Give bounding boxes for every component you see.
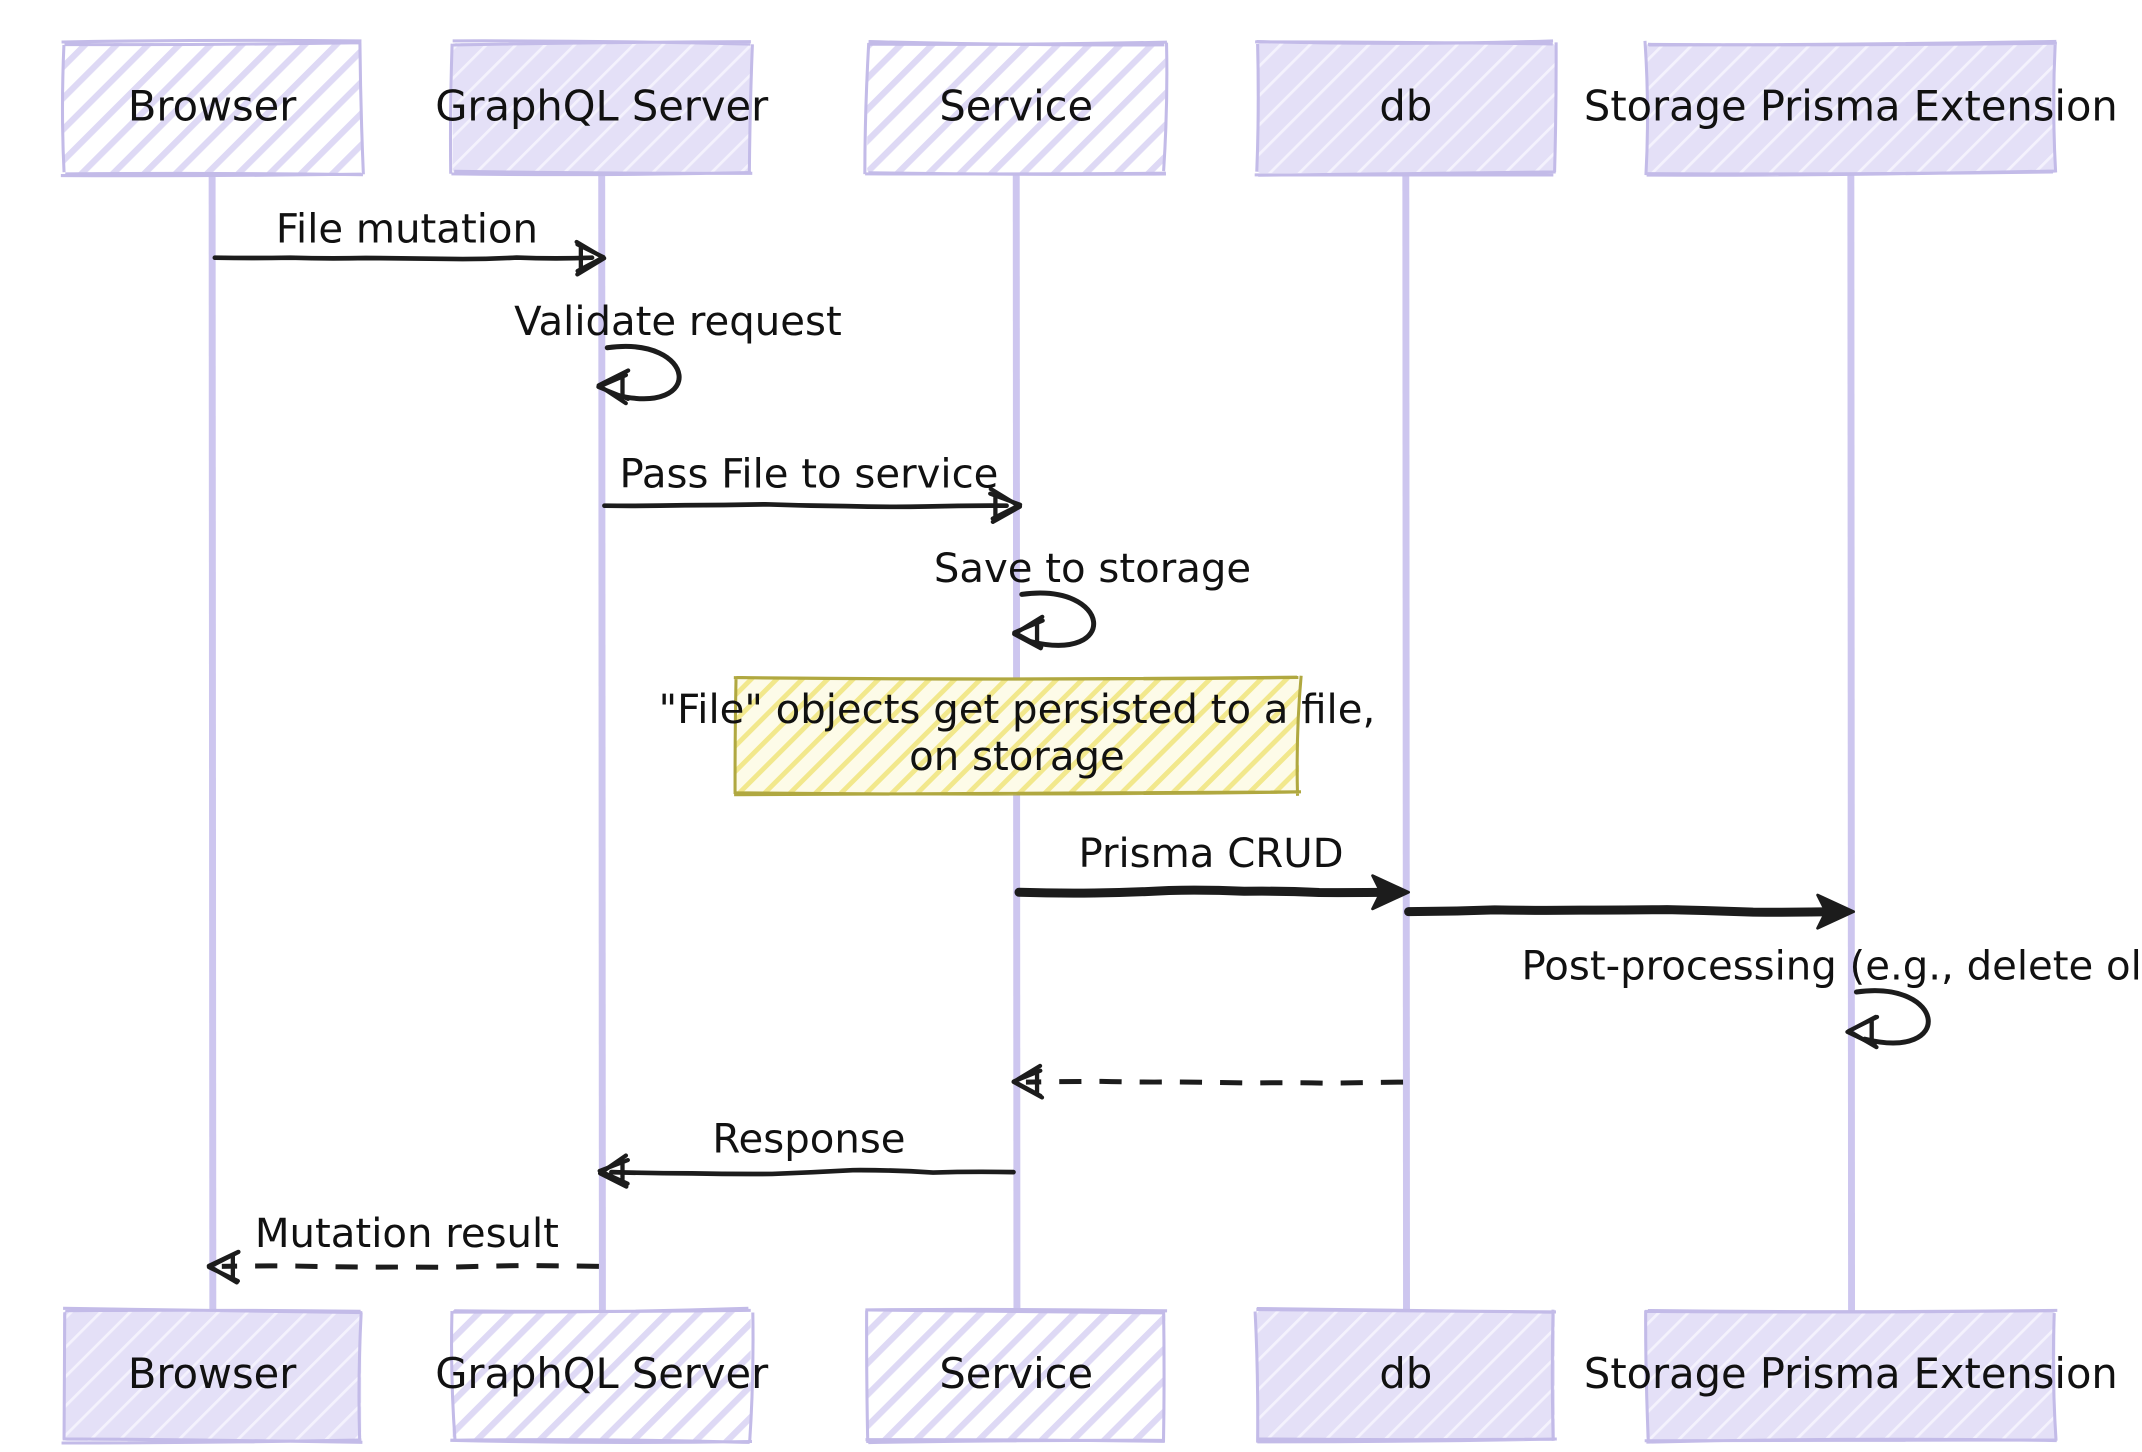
actor-box-service-top[interactable]: Service — [863, 40, 1169, 176]
actor-label-db: db — [1379, 81, 1432, 130]
actor-label-storage: Storage Prisma Extension — [1584, 1349, 2118, 1398]
message-label-m7: Post-processing (e.g., delete old upload… — [1522, 943, 2142, 989]
actor-box-service-bottom[interactable]: Service — [865, 1307, 1168, 1445]
actor-label-browser: Browser — [128, 1349, 297, 1398]
note-note1: "File" objects get persisted to a file,o… — [659, 675, 1376, 797]
lifeline-graphql — [598, 173, 606, 1311]
actor-label-service: Service — [939, 81, 1093, 130]
message-m8[interactable] — [1011, 1063, 1404, 1100]
actor-label-db: db — [1379, 1349, 1432, 1398]
actor-box-storage-top[interactable]: Storage Prisma Extension — [1584, 39, 2118, 177]
note-line: on storage — [909, 734, 1125, 780]
actor-label-graphql: GraphQL Server — [435, 1349, 769, 1398]
message-m2[interactable]: Validate request — [514, 299, 842, 406]
message-m1[interactable]: File mutation — [212, 206, 607, 277]
note-line: "File" objects get persisted to a file, — [659, 687, 1376, 733]
message-m5[interactable]: Prisma CRUD — [1014, 831, 1410, 911]
actor-box-db-top[interactable]: db — [1254, 39, 1558, 177]
message-label-m2: Validate request — [514, 299, 842, 345]
actor-box-graphql-top[interactable]: GraphQL Server — [435, 39, 769, 177]
lifeline-storage — [1847, 173, 1856, 1311]
message-label-m10: Mutation result — [255, 1211, 559, 1257]
message-label-m3: Pass File to service — [620, 452, 999, 498]
message-label-m9: Response — [712, 1117, 905, 1163]
message-m9[interactable]: Response — [597, 1117, 1016, 1189]
message-m6[interactable] — [1404, 893, 1856, 930]
message-m10[interactable]: Mutation result — [206, 1211, 599, 1285]
actor-label-graphql: GraphQL Server — [435, 81, 769, 130]
actor-label-storage: Storage Prisma Extension — [1584, 81, 2118, 130]
actor-label-service: Service — [939, 1349, 1093, 1398]
notes-layer: "File" objects get persisted to a file,o… — [659, 675, 1376, 797]
message-m7[interactable]: Post-processing (e.g., delete old upload… — [1522, 943, 2142, 1050]
actor-boxes-bottom: Browser GraphQL Server Service db Storage Pr… — [61, 1306, 2118, 1445]
actor-box-browser-top[interactable]: Browser — [60, 38, 365, 178]
actor-box-browser-bottom[interactable]: Browser — [61, 1306, 363, 1445]
message-label-m5: Prisma CRUD — [1078, 831, 1343, 877]
actor-label-browser: Browser — [128, 81, 297, 130]
lifeline-db — [1402, 173, 1410, 1311]
actor-boxes-top: Browser GraphQL Server Service db Storage Pr… — [60, 38, 2118, 178]
message-m4[interactable]: Save to storage — [934, 546, 1251, 651]
actor-box-db-bottom[interactable]: db — [1253, 1306, 1557, 1444]
message-label-m4: Save to storage — [934, 546, 1251, 592]
message-label-m1: File mutation — [276, 206, 538, 252]
lifeline-browser — [208, 173, 217, 1311]
actor-box-graphql-bottom[interactable]: GraphQL Server — [435, 1306, 769, 1445]
actor-box-storage-bottom[interactable]: Storage Prisma Extension — [1584, 1308, 2118, 1444]
message-m3[interactable]: Pass File to service — [602, 452, 1023, 524]
